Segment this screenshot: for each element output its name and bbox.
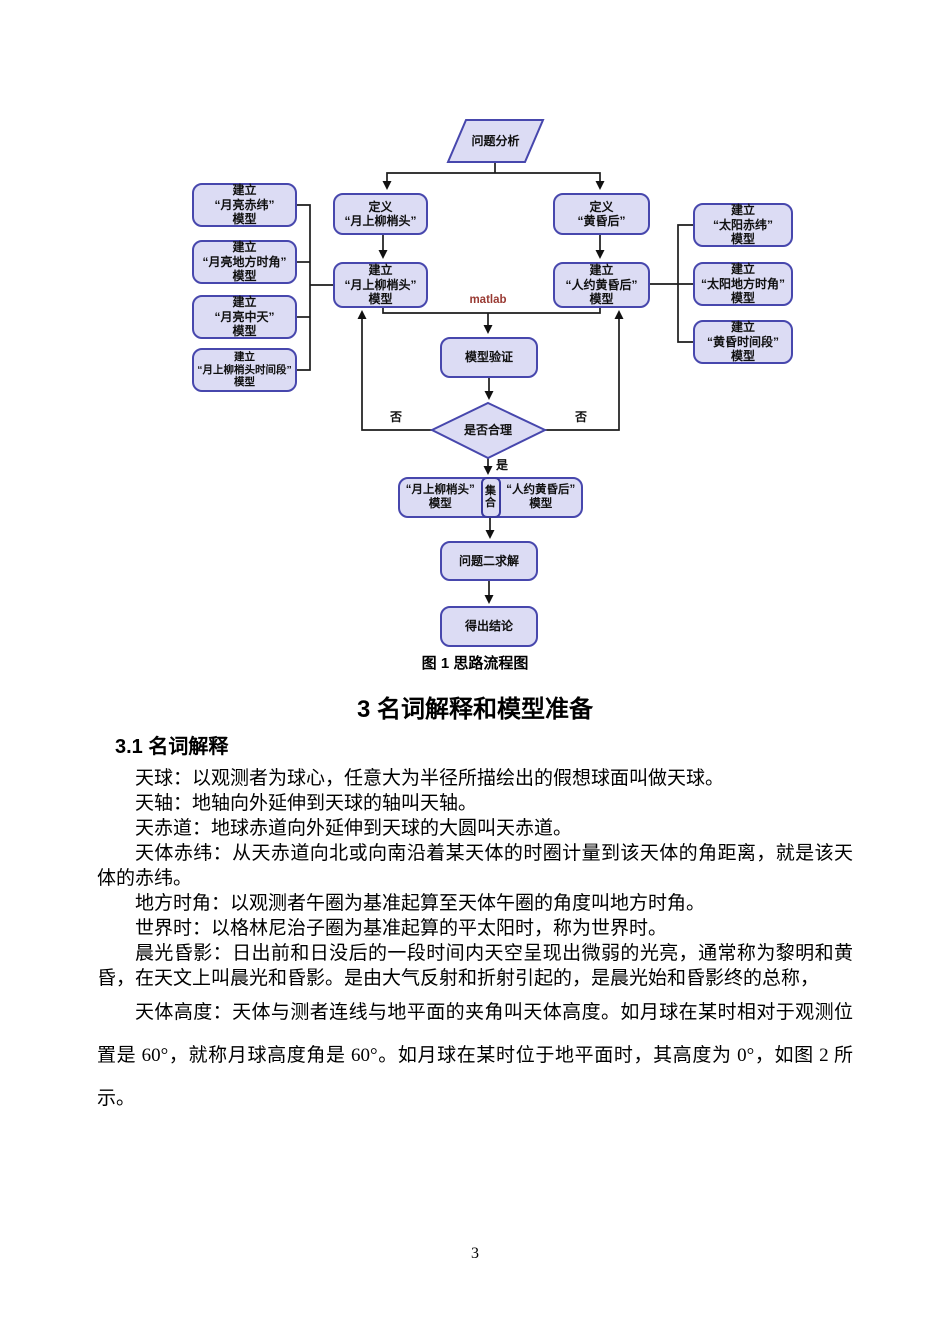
node-build-meet-dusk-model: 建立 “人约黄昏后” 模型: [553, 262, 650, 308]
node-build-moon-declination: 建立 “月亮赤纬” 模型: [192, 183, 297, 227]
node-build-moon-willow-period: 建立 “月上柳梢头时间段” 模型: [192, 348, 297, 392]
paragraph-celestial-axis: 天轴：地轴向外延伸到天球的轴叫天轴。: [135, 793, 478, 814]
subsection-heading: 3.1 名词解释: [115, 736, 229, 758]
text-block: 图 1 思路流程图 3 名词解释和模型准备 3.1 名词解释 天球：以观测者为球…: [97, 655, 853, 1120]
node-build-moon-culmination: 建立 “月亮中天” 模型: [192, 295, 297, 339]
merge-right-label: “人约黄昏后” 模型: [506, 483, 576, 510]
matlab-label: matlab: [469, 294, 507, 306]
node-decision-reasonable: 是否合理: [463, 422, 512, 437]
decision-diamond: [429, 401, 548, 460]
paragraph-celestial-equator: 天赤道：地球赤道向外延伸到天球的大圆叫天赤道。: [135, 818, 573, 839]
paragraph-local-hour-angle: 地方时角：以观测者午圈为基准起算至天体午圈的角度叫地方时角。: [135, 893, 706, 914]
node-define-moon-willow: 定义 “月上柳梢头”: [333, 193, 428, 235]
flowchart-connectors: [297, 119, 693, 604]
merge-left-label: “月上柳梢头” 模型: [405, 483, 475, 510]
node-build-sun-declination: 建立 “太阳赤纬” 模型: [693, 203, 793, 247]
paragraph-celestial-sphere: 天球：以观测者为球心，任意大为半径所描绘出的假想球面叫做天球。: [135, 768, 725, 789]
paragraph-declination: 天体赤纬：从天赤道向北或向南沿着某天体的时圈计量到该天体的角距离，就是该天体的赤…: [97, 843, 853, 889]
paragraph-celestial-altitude: 天体高度：天体与测者连线与地平面的夹角叫天体高度。如月球在某时相对于观测位置是 …: [97, 1002, 853, 1109]
paragraph-twilight: 晨光昏影：日出前和日没后的一段时间内天空呈现出微弱的光亮，通常称为黎明和黄昏，在…: [97, 943, 853, 989]
node-problem-analysis: 问题分析: [471, 133, 520, 148]
branch-label-yes: 是: [495, 458, 508, 472]
node-build-sun-hour-angle: 建立 “太阳地方时角” 模型: [693, 262, 793, 306]
node-model-validation: 模型验证: [440, 337, 538, 378]
figure-caption: 图 1 思路流程图: [421, 655, 529, 672]
branch-label-no-right: 否: [574, 410, 587, 424]
node-define-after-dusk: 定义 “黄昏后”: [553, 193, 650, 235]
node-build-dusk-period: 建立 “黄昏时间段” 模型: [693, 320, 793, 364]
node-build-moon-hour-angle: 建立 “月亮地方时角” 模型: [192, 240, 297, 284]
node-solve-problem-two: 问题二求解: [440, 541, 538, 581]
page-number: 3: [471, 1245, 479, 1262]
node-build-moon-willow-model: 建立 “月上柳梢头” 模型: [333, 262, 428, 308]
paragraph-universal-time: 世界时：以格林尼治子圈为基准起算的平太阳时，称为世界时。: [135, 918, 668, 939]
merge-center-label: 集 合: [480, 477, 501, 518]
branch-label-no-left: 否: [389, 410, 402, 424]
section-heading: 3 名词解释和模型准备: [356, 696, 593, 723]
problem-analysis-parallelogram: [446, 119, 545, 163]
node-draw-conclusion: 得出结论: [440, 606, 538, 647]
node-merge-models: “月上柳梢头” 模型 集 合 “人约黄昏后” 模型: [398, 477, 583, 518]
